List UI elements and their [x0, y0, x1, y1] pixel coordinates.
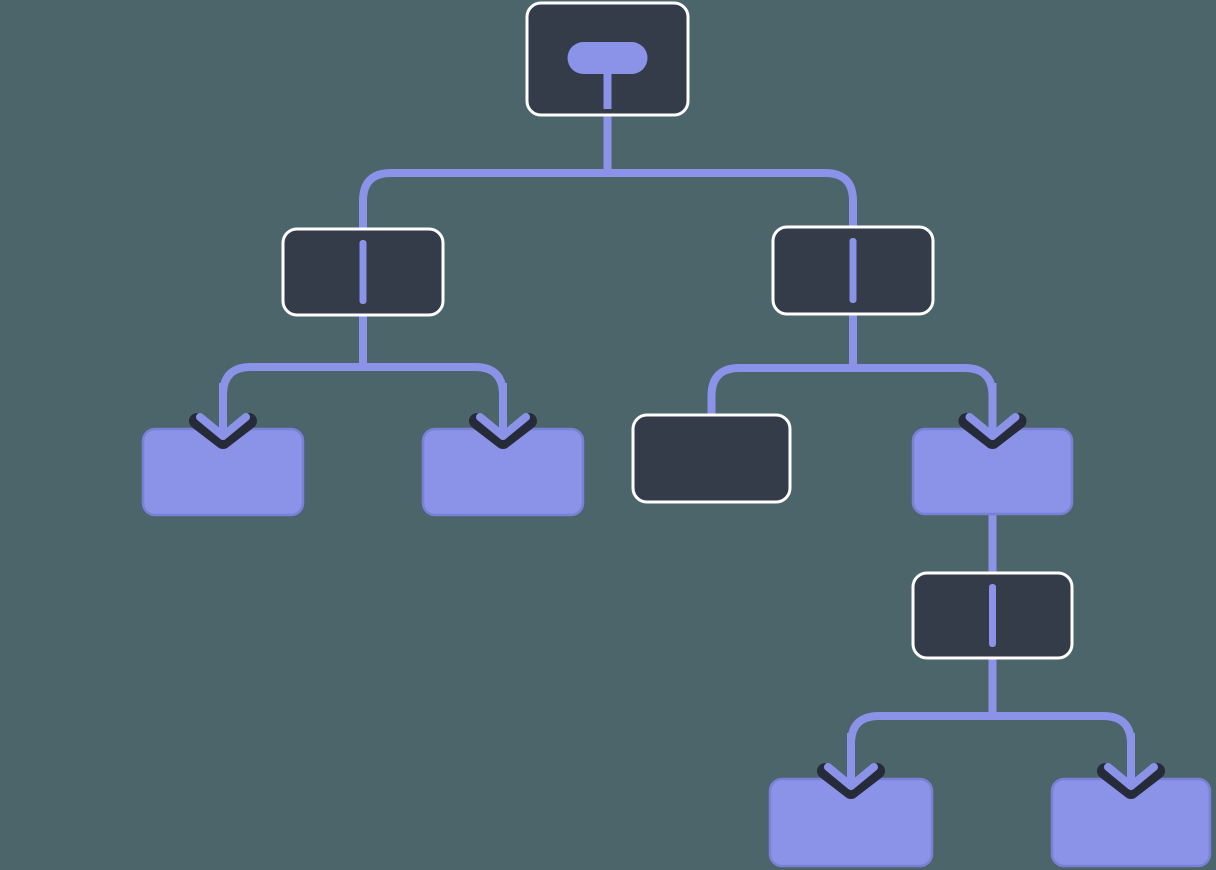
connector-fork-level2-left — [219, 363, 507, 432]
arrow-down-icon — [817, 733, 885, 799]
vertical-bar-icon — [359, 240, 367, 304]
chevron-down-icon — [476, 413, 530, 440]
arrow-down-icon — [189, 383, 257, 449]
chevron-down-icon — [196, 413, 250, 440]
chevron-down-icon — [965, 413, 1020, 440]
chevron-shadow-icon — [1097, 763, 1165, 799]
node-level2-left[interactable] — [281, 227, 445, 317]
chevron-shadow-icon — [189, 413, 257, 449]
pill-stem-icon — [567, 42, 648, 109]
node-level2-right[interactable] — [771, 225, 935, 316]
node-level4-mid[interactable] — [911, 571, 1074, 660]
vertical-bar-icon — [849, 238, 857, 303]
chevron-down-icon — [1104, 763, 1158, 790]
arrow-down-icon — [1097, 733, 1165, 799]
chevron-shadow-icon — [817, 763, 885, 799]
vertical-bar-icon — [989, 584, 996, 647]
arrow-down-icon — [469, 383, 537, 449]
node-node-right-left[interactable] — [631, 413, 792, 504]
chevron-down-icon — [824, 763, 878, 790]
connector-fork-level4-mid — [847, 712, 1135, 782]
chevron-shadow-icon — [958, 413, 1027, 449]
nodes-layer — [141, 1, 1212, 868]
dark-node-box[interactable] — [631, 413, 792, 504]
node-root[interactable] — [525, 1, 690, 117]
chevron-shadow-icon — [469, 413, 537, 449]
arrows-layer — [189, 383, 1165, 799]
connector-fork-root — [359, 169, 857, 237]
arrow-down-icon — [958, 383, 1027, 449]
